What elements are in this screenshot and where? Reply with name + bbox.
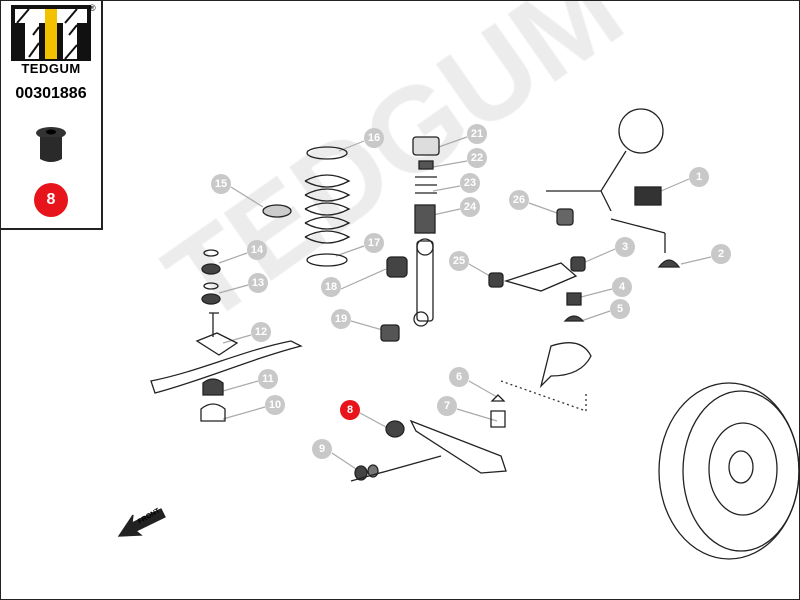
callout-19[interactable]: 19 — [331, 309, 351, 329]
callout-5[interactable]: 5 — [610, 299, 630, 319]
callout-9[interactable]: 9 — [312, 439, 332, 459]
callout-7[interactable]: 7 — [437, 396, 457, 416]
wheel — [658, 382, 799, 560]
callout-12[interactable]: 12 — [251, 322, 271, 342]
brand-name: TEDGUM — [21, 61, 81, 76]
registered-mark: ® — [89, 3, 96, 13]
callout-6[interactable]: 6 — [449, 367, 469, 387]
callout-22[interactable]: 22 — [467, 148, 487, 168]
callout-21[interactable]: 21 — [467, 124, 487, 144]
callout-2[interactable]: 2 — [711, 244, 731, 264]
callout-25[interactable]: 25 — [449, 251, 469, 271]
callout-16[interactable]: 16 — [364, 128, 384, 148]
callout-17[interactable]: 17 — [364, 233, 384, 253]
callout-11[interactable]: 11 — [258, 369, 278, 389]
bushing-product-image — [36, 127, 66, 162]
shock-absorber — [412, 136, 440, 327]
callout-13[interactable]: 13 — [248, 273, 268, 293]
part-number: 00301886 — [15, 85, 87, 102]
callout-10[interactable]: 10 — [265, 395, 285, 415]
callout-24[interactable]: 24 — [460, 197, 480, 217]
highlight-number-badge[interactable]: 8 — [34, 183, 68, 217]
tedgum-logo-icon — [11, 5, 91, 61]
callout-15[interactable]: 15 — [211, 174, 231, 194]
front-arrow-icon — [117, 508, 166, 537]
callout-1[interactable]: 1 — [689, 167, 709, 187]
callout-18[interactable]: 18 — [321, 277, 341, 297]
callout-4[interactable]: 4 — [612, 277, 632, 297]
callout-14[interactable]: 14 — [247, 240, 267, 260]
coil-spring — [304, 146, 351, 267]
callout-26[interactable]: 26 — [509, 190, 529, 210]
part-info-panel: ® TEDGUM 00301886 8 — [1, 1, 103, 230]
callout-8[interactable]: 8 — [340, 400, 360, 420]
callout-23[interactable]: 23 — [460, 173, 480, 193]
callout-3[interactable]: 3 — [615, 237, 635, 257]
